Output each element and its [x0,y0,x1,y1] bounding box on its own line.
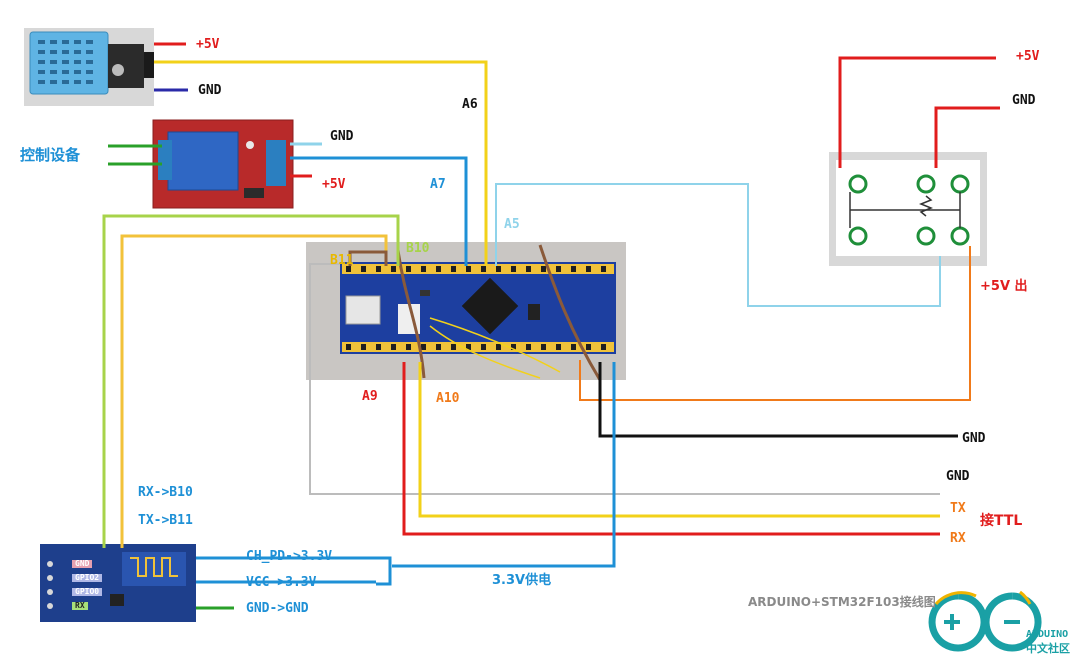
wire-gray-gnd [309,263,940,495]
pin-a6-label: A6 [462,97,478,112]
pin-a9-label: A9 [362,389,378,404]
dht-gnd-label: GND [198,83,222,98]
dht-vcc-label: +5V [196,37,220,52]
esp-pin-rx: RX [72,602,88,610]
esp-chpd-label: CH_PD->3.3V [246,549,333,564]
wire-power-out [579,246,971,401]
pin-a7-label: A7 [430,177,446,192]
esp-tx-note: TX->B11 [138,513,193,528]
ttl-rx-label: RX [950,531,966,546]
wire-power-gnd [934,106,1000,168]
pin-a10-label: A10 [436,391,460,406]
wire-gnd-black [598,362,958,438]
power-out-label: +5V 出 [980,279,1028,294]
esp-pin-gpio0: GPIO0 [72,588,103,596]
relay-module [152,119,294,209]
wire-dht-data [154,60,488,266]
ttl-group-label: 接TTL [980,513,1023,529]
pin-b11-label: B11 [330,253,354,268]
ttl-gnd2-label: GND [946,469,970,484]
ttl-tx-label: TX [950,501,966,516]
esp-pin-gpio2: GPIO2 [72,574,103,582]
arduino-logo [928,590,1042,652]
wire-3v3 [392,362,616,568]
power-gnd-label: GND [1012,93,1036,108]
dht-sensor-module [24,28,154,106]
relay-vcc-label: +5V [322,177,346,192]
power-vcc-label: +5V [1016,49,1040,64]
ttl-gnd1-label: GND [962,431,986,446]
logo-text: ARDUINO [1026,629,1069,640]
wire-power-vcc [838,56,996,168]
wire-esp-chpd [196,556,392,586]
esp-rx-note: RX->B10 [138,485,193,500]
wire-b1 [348,250,388,266]
wire-tx [418,362,940,518]
relay-gnd-label: GND [330,129,354,144]
pin-b10-label: B10 [406,241,430,256]
logo-subtext: 中文社区 [1026,642,1070,655]
power-module [829,152,987,266]
pin-a5-label: A5 [504,217,520,232]
wire-relay-signal [290,156,468,266]
relay-control-label: 控制设备 [20,146,81,164]
supply-label: 3.3V供电 [492,573,552,588]
wire-rx [402,362,940,536]
esp-pin-gnd: GND [72,560,93,568]
wire-b11 [102,214,400,548]
stm32-board [306,242,626,381]
esp-vcc-label: VCC->3.3V [246,575,317,590]
esp-gnd-label: GND->GND [246,601,309,616]
footer-caption: ARDUINO+STM32F103接线图 [748,595,936,609]
esp8266-module [40,544,196,622]
wire-a5 [495,183,941,307]
